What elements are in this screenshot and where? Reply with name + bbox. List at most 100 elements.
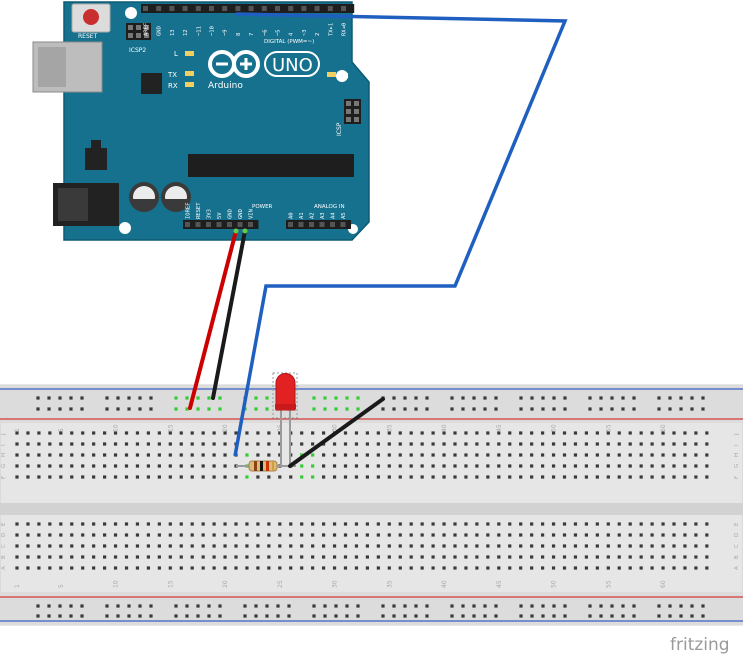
- row-letter: C: [1, 544, 7, 548]
- breadboard-hole: [354, 453, 359, 457]
- breadboard-hole: [486, 566, 490, 570]
- breadboard-hole: [595, 475, 599, 479]
- breadboard-hole: [431, 533, 435, 537]
- breadboard-hole: [245, 475, 249, 479]
- breadboard-hole: [48, 464, 52, 468]
- breadboard-hole: [168, 475, 172, 479]
- breadboard-hole: [190, 544, 194, 548]
- breadboard-hole: [683, 544, 687, 548]
- breadboard-hole: [59, 442, 63, 446]
- breadboard-hole: [617, 555, 621, 559]
- pin-label: ~11: [196, 26, 202, 36]
- breadboard-hole: [464, 533, 468, 537]
- breadboard-hole: [610, 614, 614, 618]
- brand-label: Arduino: [208, 81, 243, 91]
- breadboard-hole: [420, 475, 424, 479]
- breadboard-hole: [157, 566, 161, 570]
- breadboard-hole: [365, 442, 369, 446]
- column-number: 40: [441, 580, 448, 588]
- breadboard-hole: [595, 453, 599, 457]
- breadboard-hole: [431, 464, 435, 468]
- breadboard-hole: [103, 442, 107, 446]
- breadboard-hole: [103, 464, 107, 468]
- breadboard-hole: [450, 407, 454, 411]
- breadboard-hole: [414, 396, 418, 400]
- breadboard-hole: [617, 522, 621, 526]
- breadboard-hole: [661, 475, 665, 479]
- uno-label: UNO: [272, 55, 313, 76]
- breadboard-hole: [551, 442, 556, 446]
- breadboard-hole: [185, 604, 189, 608]
- breadboard-hole: [508, 442, 512, 446]
- header-pin: [288, 6, 294, 11]
- header-pin: [261, 6, 267, 11]
- breadboard-hole: [201, 453, 205, 457]
- row-letter: J: [1, 433, 7, 436]
- breadboard-hole: [381, 614, 385, 618]
- breadboard-hole: [278, 566, 282, 570]
- breadboard-hole: [442, 566, 446, 570]
- breadboard-hole: [127, 614, 131, 618]
- breadboard-hole: [157, 464, 161, 468]
- row-letter: G: [734, 464, 740, 468]
- uno-badge: [264, 51, 320, 77]
- breadboard-hole: [265, 396, 269, 400]
- breadboard-hole: [59, 555, 63, 559]
- breadboard-hole: [267, 533, 271, 537]
- breadboard-hole: [81, 544, 85, 548]
- breadboard-hole: [672, 464, 676, 468]
- breadboard-hole: [105, 604, 109, 608]
- breadboard-hole: [409, 544, 413, 548]
- breadboard-hole: [334, 614, 338, 618]
- breadboard-hole: [146, 566, 150, 570]
- breadboard-hole: [343, 464, 348, 468]
- breadboard-hole: [584, 533, 588, 537]
- voltage-regulator: [85, 148, 107, 170]
- breadboard-hole: [562, 566, 567, 570]
- pin-label: ~5: [276, 29, 282, 36]
- breadboard-hole: [541, 566, 545, 570]
- breadboard-hole: [398, 431, 402, 435]
- row-letter: I: [734, 444, 740, 446]
- breadboard-hole: [573, 431, 578, 435]
- breadboard-hole: [223, 442, 227, 446]
- breadboard-hole: [92, 464, 96, 468]
- column-number: 35: [386, 580, 393, 588]
- icsp-pin: [354, 101, 359, 106]
- breadboard-hole: [256, 544, 260, 548]
- breadboard-hole: [149, 604, 153, 608]
- breadboard-hole: [541, 442, 545, 446]
- breadboard-hole: [289, 475, 293, 479]
- breadboard-hole: [59, 522, 63, 526]
- breadboard-hole: [196, 614, 200, 618]
- pin-label: A4: [331, 212, 337, 219]
- breadboard-hole: [113, 431, 118, 435]
- header-pin: [319, 222, 325, 227]
- breadboard-hole: [701, 396, 705, 400]
- breadboard-hole: [657, 604, 661, 608]
- breadboard-hole: [69, 407, 73, 411]
- breadboard-hole: [354, 544, 359, 548]
- pin-label: VIN: [249, 209, 255, 219]
- breadboard-hole: [174, 407, 178, 411]
- breadboard-hole: [461, 604, 465, 608]
- breadboard-hole: [311, 544, 315, 548]
- breadboard-hole: [168, 555, 172, 559]
- breadboard-hole: [552, 604, 556, 608]
- breadboard-hole: [639, 555, 643, 559]
- breadboard-hole: [541, 614, 545, 618]
- breadboard-hole: [387, 442, 391, 446]
- breadboard-hole: [450, 604, 454, 608]
- breadboard-hole: [497, 555, 501, 559]
- pin-label: ~6: [262, 29, 268, 36]
- breadboard-hole: [376, 464, 380, 468]
- breadboard-hole: [431, 522, 435, 526]
- header-strip: [141, 4, 355, 13]
- breadboard-hole: [157, 555, 161, 559]
- breadboard-hole: [168, 522, 172, 526]
- breadboard-top-rail: [0, 385, 743, 423]
- breadboard-hole: [464, 442, 468, 446]
- icsp-pin: [128, 33, 133, 38]
- breadboard-hole: [387, 522, 391, 526]
- breadboard-hole: [551, 522, 556, 526]
